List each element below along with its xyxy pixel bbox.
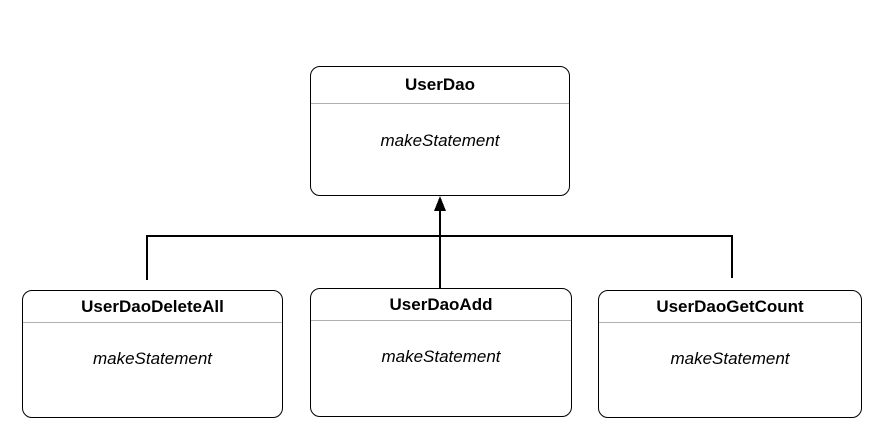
class-node-userdaodeleteall: UserDaoDeleteAll makeStatement bbox=[22, 290, 283, 418]
class-divider bbox=[599, 322, 861, 323]
class-name: UserDaoGetCount bbox=[656, 296, 804, 316]
class-method: makeStatement bbox=[381, 347, 501, 366]
class-method: makeStatement bbox=[380, 131, 500, 150]
class-divider bbox=[311, 103, 569, 104]
class-divider bbox=[311, 320, 571, 321]
class-node-userdaoadd: UserDaoAdd makeStatement bbox=[310, 288, 572, 417]
class-name: UserDao bbox=[405, 75, 475, 94]
class-node-userdaogetcount: UserDaoGetCount makeStatement bbox=[598, 290, 862, 418]
inheritance-arrowhead-icon bbox=[434, 196, 446, 211]
class-node-userdao: UserDao makeStatement bbox=[310, 66, 570, 196]
class-name: UserDaoDeleteAll bbox=[81, 296, 224, 316]
class-method: makeStatement bbox=[92, 349, 213, 368]
class-name: UserDaoAdd bbox=[389, 294, 493, 314]
class-divider bbox=[23, 322, 282, 323]
class-method: makeStatement bbox=[670, 349, 790, 368]
